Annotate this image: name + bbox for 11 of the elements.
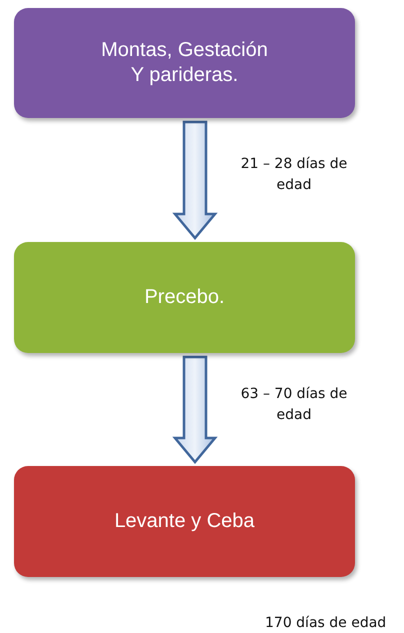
box-label: Precebo. [144,285,225,310]
box-label: Levante y Ceba [114,509,255,534]
age-note: 170 días de edad [265,614,386,633]
edge-label: 21 – 28 días de edad [240,155,348,195]
block-arrow [172,120,218,240]
process-box [14,8,355,118]
edge-label: 63 – 70 días de edad [240,384,348,424]
process-box [14,466,355,577]
process-box [14,242,355,353]
block-arrow [172,356,218,464]
box-label: Montas, Gestación Y parideras. [100,38,269,88]
